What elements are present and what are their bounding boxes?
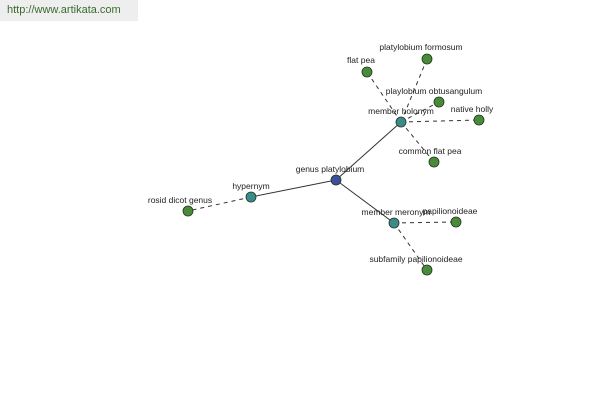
node-holonym[interactable]	[395, 116, 407, 128]
node-commonflatpea[interactable]	[428, 156, 440, 168]
node-meronym[interactable]	[388, 217, 400, 229]
node-label-meronym[interactable]: member meronym	[362, 207, 431, 217]
node-label-papilionoideae[interactable]: papilionoideae	[423, 206, 478, 216]
node-formosum[interactable]	[421, 53, 433, 65]
edge-holonym-obtusangulum	[400, 101, 440, 123]
node-hypernym[interactable]	[245, 191, 257, 203]
url-banner: http://www.artikata.com	[0, 0, 138, 21]
node-label-nativeholly[interactable]: native holly	[451, 104, 494, 114]
node-obtusangulum[interactable]	[433, 96, 445, 108]
node-label-holonym[interactable]: member holonym	[368, 106, 434, 116]
labels-layer: genus platylobium hypernym rosid dicot gen…	[148, 42, 494, 264]
nodes-layer	[182, 53, 485, 276]
node-label-hypernym[interactable]: hypernym	[232, 181, 269, 191]
edge-hypernym-rosid	[187, 196, 252, 212]
node-genus[interactable]	[330, 174, 342, 186]
edge-genus-meronym	[335, 179, 395, 224]
node-label-obtusangulum[interactable]: playlobium obtusangulum	[386, 86, 482, 96]
node-label-rosid[interactable]: rosid dicot genus	[148, 195, 212, 205]
node-flatpea[interactable]	[361, 66, 373, 78]
edge-holonym-formosum	[400, 58, 428, 123]
edge-genus-holonym	[335, 121, 402, 181]
node-label-flatpea[interactable]: flat pea	[347, 55, 375, 65]
node-label-genus[interactable]: genus platylobium	[296, 164, 365, 174]
node-papilionoideae[interactable]	[450, 216, 462, 228]
edge-holonym-flatpea	[366, 71, 402, 123]
edge-meronym-papilionoideae	[393, 221, 457, 224]
node-nativeholly[interactable]	[473, 114, 485, 126]
edges-layer	[187, 58, 480, 271]
node-label-subfamily[interactable]: subfamily papilionoideae	[369, 254, 462, 264]
edge-meronym-subfamily	[393, 222, 428, 271]
node-label-commonflatpea[interactable]: common flat pea	[399, 146, 462, 156]
node-subfamily[interactable]	[421, 264, 433, 276]
edge-holonym-nativeholly	[400, 119, 480, 123]
edge-holonym-commonflatpea	[400, 121, 435, 163]
node-label-formosum[interactable]: platylobium formosum	[379, 42, 462, 52]
edge-genus-hypernym	[250, 179, 337, 198]
node-rosid[interactable]	[182, 205, 194, 217]
site-link[interactable]: http://www.artikata.com	[7, 4, 121, 16]
